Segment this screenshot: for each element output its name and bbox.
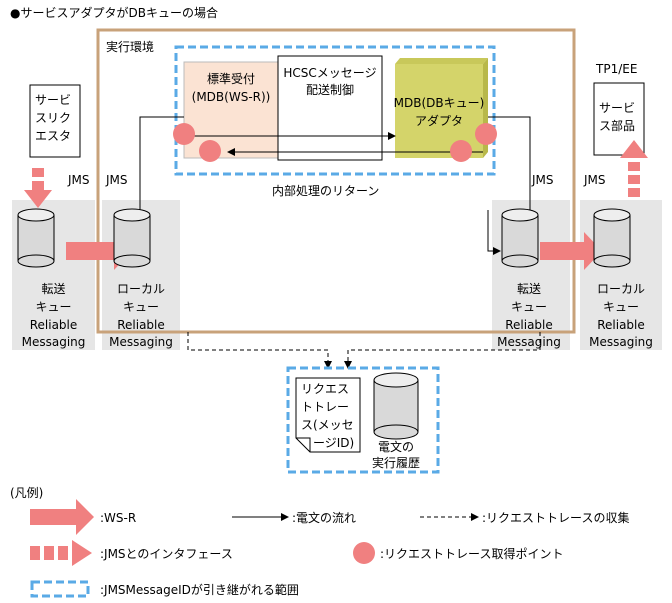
tp1ee-label: TP1/EE — [596, 62, 638, 76]
jms-label-right-2: JMS — [584, 173, 606, 187]
legend-trace-point-text: :リクエストトレース取得ポイント — [380, 547, 564, 561]
legend-trace-point — [353, 542, 375, 564]
ws-r-arrow-right — [540, 232, 602, 270]
exec-env-frame — [96, 28, 576, 334]
mdb-db-label: MDB(DBキュー) — [393, 96, 485, 110]
trace-point-1 — [173, 123, 195, 145]
local-queue-left-label-2: キュー — [122, 300, 159, 314]
legend-jms-arrow — [30, 540, 92, 566]
jms-arrow-left — [24, 168, 52, 208]
std-accept-sub-label: (MDB(WS-R)) — [191, 90, 271, 104]
line-left-up — [139, 116, 184, 210]
fwd-queue-left-label-4: Messaging — [21, 335, 86, 349]
cylinder-forward-left — [17, 208, 55, 268]
service-part-label-1: サービ — [599, 101, 636, 115]
jms-label-left-2: JMS — [106, 173, 128, 187]
legend-jms-text: :JMSとのインタフェース — [100, 547, 233, 561]
trace-point-2 — [199, 140, 221, 162]
req-trace-label-2: トトレー — [301, 400, 350, 414]
internal-return-label: 内部処理のリターン — [272, 184, 380, 198]
local-queue-right-label-3: Reliable — [597, 318, 645, 332]
std-accept-box — [183, 61, 279, 159]
req-trace-label-1: リクエス — [301, 382, 350, 396]
exec-env-label: 実行環境 — [106, 40, 155, 54]
hcsc-label: HCSCメッセージ — [283, 66, 377, 80]
fwd-queue-left-label-2: キュー — [35, 300, 72, 314]
local-queue-right-label-4: Messaging — [589, 335, 653, 349]
diagram-title: ●サービスアダプタがDBキューの場合 — [10, 6, 218, 20]
local-queue-right-label-1: ローカル — [596, 282, 645, 296]
jms-scope-box — [174, 45, 496, 176]
fwd-queue-right-label-1: 転送 — [516, 282, 541, 296]
cylinder-local-left — [113, 208, 151, 268]
exec-hist-label-2: 実行履歴 — [371, 456, 420, 470]
trace-point-4 — [450, 140, 472, 162]
legend-trace-text: :リクエストトレースの収集 — [482, 511, 630, 525]
service-requester-box — [29, 84, 81, 158]
legend-ws-r-text: :WS-R — [100, 511, 137, 525]
service-req-label-1: サービ — [35, 93, 72, 107]
fwd-queue-right-label-2: キュー — [510, 300, 547, 314]
adapter-label: アダプタ — [414, 114, 463, 128]
fwd-queue-left-label-3: Reliable — [29, 318, 78, 332]
line-right-down — [488, 116, 531, 210]
trace-line-1 — [187, 332, 332, 369]
req-trace-label-4: ージID) — [313, 436, 355, 450]
local-queue-left-label-1: ローカル — [116, 282, 165, 296]
trace-point-3 — [475, 123, 497, 145]
jms-label-right-1: JMS — [532, 173, 554, 187]
local-queue-left-label-3: Reliable — [117, 318, 165, 332]
service-part-label-2: ス部品 — [599, 119, 636, 133]
jms-arrow-right — [620, 140, 648, 197]
request-trace-doc — [295, 377, 361, 453]
delivery-ctrl-label: 配送制御 — [305, 83, 354, 97]
service-req-label-2: スリク — [35, 111, 72, 125]
std-accept-label: 標準受付 — [206, 72, 255, 86]
legend-flow-text: :電文の流れ — [292, 511, 357, 525]
jms-label-left-1: JMS — [68, 173, 90, 187]
service-req-label-3: エスタ — [35, 129, 72, 143]
exec-hist-label-1: 電文の — [377, 440, 414, 454]
fwd-queue-right-label-4: Messaging — [497, 335, 561, 349]
legend-ws-r-arrow — [30, 499, 94, 535]
cylinder-exec-history — [373, 372, 419, 440]
req-trace-label-3: ス(メッセ — [301, 418, 354, 432]
legend-scope-text: :JMSMessageIDが引き継がれる範囲 — [100, 583, 299, 597]
local-queue-right-label-2: キュー — [602, 300, 639, 314]
hcsc-box — [277, 55, 383, 161]
mdb-adapter-box — [395, 64, 483, 158]
local-queue-left-label-4: Messaging — [109, 335, 173, 349]
trace-scope-box — [286, 366, 440, 474]
cylinder-local-right — [593, 208, 631, 268]
fwd-queue-left-label-1: 転送 — [41, 282, 66, 296]
legend-scope-box — [30, 580, 90, 598]
legend-title: (凡例) — [10, 486, 44, 500]
trace-line-2 — [344, 332, 541, 369]
line-right-in — [487, 210, 501, 255]
cylinder-forward-right — [501, 208, 539, 268]
fwd-queue-right-label-3: Reliable — [505, 318, 553, 332]
